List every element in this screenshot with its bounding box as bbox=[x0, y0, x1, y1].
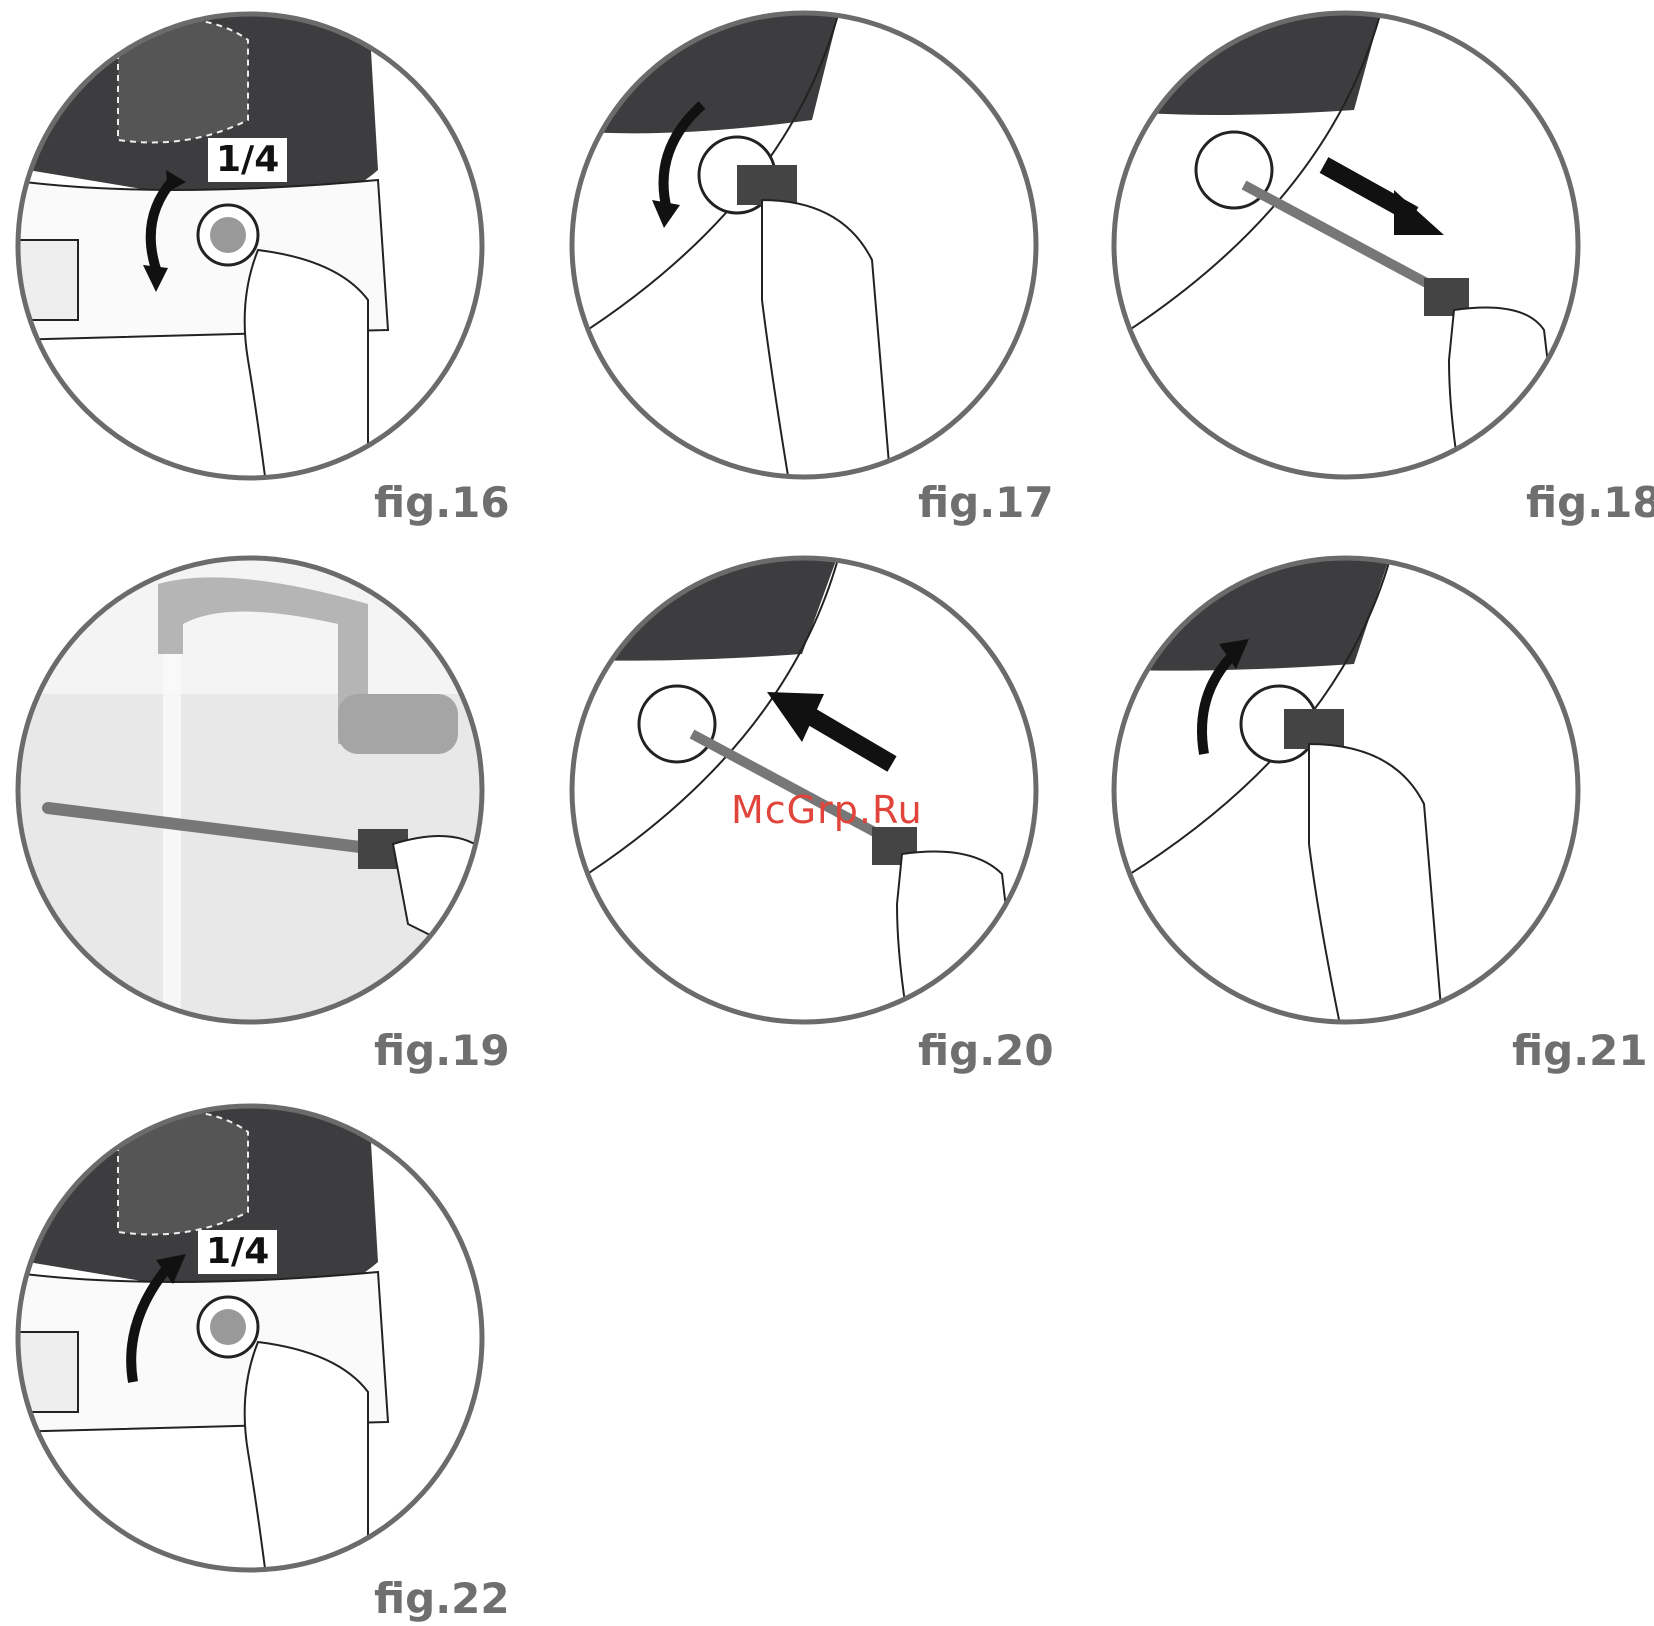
figure-19-caption: fig.19 bbox=[374, 1030, 510, 1072]
tap-handle bbox=[338, 694, 458, 754]
figure-17-illustration bbox=[562, 0, 1062, 500]
figure-21-caption: fig.21 bbox=[1512, 1030, 1648, 1072]
figure-19 bbox=[8, 544, 508, 1044]
hand bbox=[245, 250, 368, 500]
scale-valve bbox=[639, 686, 715, 762]
watermark-text: McGrp.Ru bbox=[731, 788, 923, 832]
iron-body-dark bbox=[1104, 544, 1394, 671]
figure-18 bbox=[1104, 0, 1604, 500]
figure-16-caption: fig.16 bbox=[374, 482, 510, 524]
figure-16-illustration bbox=[8, 0, 508, 500]
valve-knob bbox=[210, 1309, 246, 1345]
iron-grip-pattern bbox=[118, 18, 248, 143]
hand bbox=[897, 852, 1022, 1045]
figure-21 bbox=[1104, 544, 1604, 1044]
hand bbox=[245, 1342, 368, 1592]
figure-17 bbox=[562, 0, 1062, 500]
figure-19-illustration bbox=[8, 544, 508, 1044]
figure-22: 1/4 bbox=[8, 1092, 508, 1592]
valve-knob bbox=[737, 165, 797, 205]
valve-knob bbox=[1284, 709, 1344, 749]
figure-20-caption: fig.20 bbox=[918, 1030, 1054, 1072]
iron-body-dark bbox=[562, 544, 842, 661]
figure-22-caption: fig.22 bbox=[374, 1578, 510, 1620]
figure-21-illustration bbox=[1104, 544, 1604, 1044]
figure-16: 1/4 bbox=[8, 0, 508, 500]
figure-18-illustration bbox=[1104, 0, 1604, 500]
figure-22-illustration bbox=[8, 1092, 508, 1592]
quarter-turn-label: 1/4 bbox=[208, 138, 287, 182]
iron-body-dark bbox=[1104, 0, 1384, 115]
iron-body-dark bbox=[562, 0, 842, 133]
valve-knob bbox=[210, 217, 246, 253]
iron-grip-pattern bbox=[118, 1110, 248, 1235]
figure-18-caption: fig.18 bbox=[1526, 482, 1654, 524]
figure-17-caption: fig.17 bbox=[918, 482, 1054, 524]
water-stream bbox=[163, 654, 181, 1044]
quarter-turn-label: 1/4 bbox=[198, 1230, 277, 1274]
